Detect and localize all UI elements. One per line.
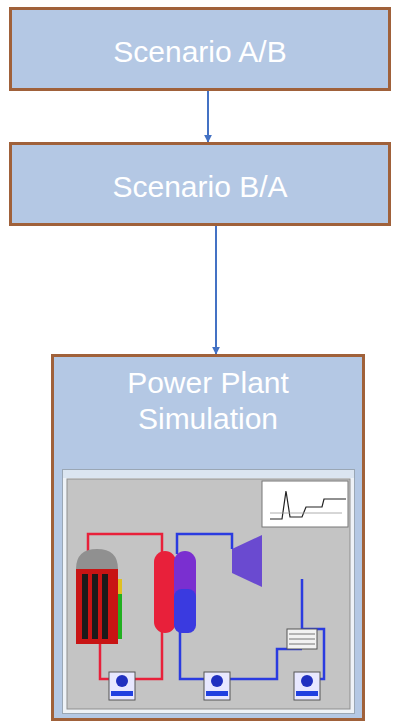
box-label: Power Plant Simulation xyxy=(54,365,362,437)
box-label: Scenario A/B xyxy=(12,34,388,70)
flow-arrow xyxy=(207,91,209,142)
box-label: Scenario B/A xyxy=(12,169,388,205)
plant-screenshot xyxy=(62,469,355,714)
process-box: Power Plant Simulation xyxy=(51,354,365,721)
process-box: Scenario A/B xyxy=(9,7,391,91)
process-box: Scenario B/A xyxy=(9,142,391,226)
flow-arrow xyxy=(215,226,217,354)
